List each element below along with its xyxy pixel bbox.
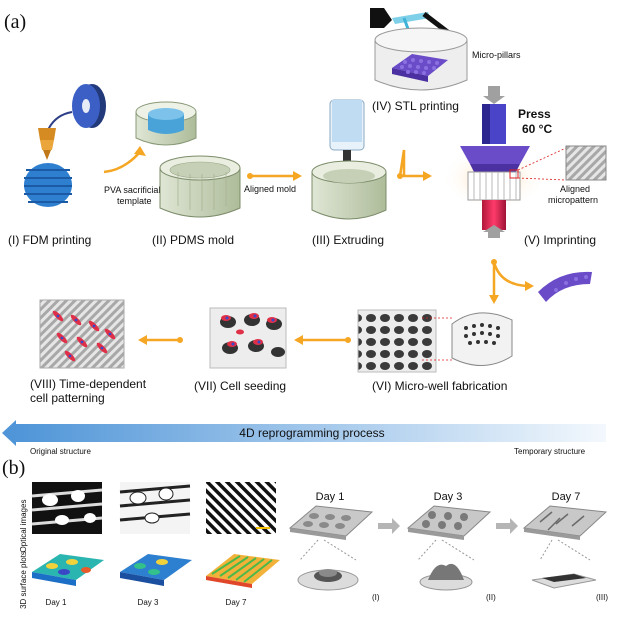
optical-image-day7 (206, 482, 276, 534)
arrow-step6-to-step7 (294, 335, 351, 345)
pva-note-line2: template (117, 196, 152, 206)
aligned-micropattern-inset (565, 145, 607, 181)
panel-a-label: (a) (4, 11, 26, 33)
extruder-illustration (311, 99, 387, 220)
aligned-note-line2: micropattern (548, 195, 598, 205)
pva-template-block (24, 163, 72, 207)
stl-printer-illustration (370, 8, 468, 91)
schematic-stage-3: (III) (596, 593, 608, 602)
arrow-step2-to-step3 (247, 171, 302, 181)
press-temperature: 60 °C (522, 122, 552, 136)
pva-note-line1: PVA sacrificial (104, 185, 160, 195)
process-bar (2, 420, 606, 446)
step-5-label: (V) Imprinting (524, 233, 596, 247)
arrow-step3-to-step5 (397, 149, 432, 181)
schematic-stage-1: (I) (372, 593, 380, 602)
step-2-label: (II) PDMS mold (152, 233, 234, 247)
schematic-day3 (406, 505, 492, 591)
aligned-note-line1: Aligned (560, 184, 590, 194)
step-1-label: (I) FDM printing (8, 233, 91, 247)
schematic-arrow-1-icon (378, 518, 400, 534)
process-arrow-left-icon (2, 420, 16, 446)
imprinting-press-illustration (442, 86, 567, 238)
pdms-container-small (135, 101, 197, 146)
surface-plot-day1 (32, 554, 104, 586)
step-7-label: (VII) Cell seeding (194, 379, 286, 393)
day-label-3: Day 7 (226, 598, 247, 607)
optical-image-day3 (119, 482, 191, 534)
press-label: Press (518, 107, 551, 121)
micro-pillar-block (392, 54, 448, 82)
schematic-day-label-2: Day 3 (434, 491, 463, 503)
surface-plot-day3 (120, 554, 192, 586)
step-4-label: (IV) STL printing (372, 99, 459, 113)
removed-stamp-piece (538, 271, 592, 302)
schematic-day-label-3: Day 7 (552, 491, 581, 503)
micro-pillars-note: Micro-pillars (472, 50, 521, 60)
pdms-mold-illustration (159, 155, 241, 218)
original-structure-label: Original structure (30, 447, 91, 456)
step-8-label-line2: cell patterning (30, 391, 105, 405)
schematic-day-label-1: Day 1 (316, 491, 345, 503)
arrow-step7-to-step8 (138, 335, 183, 345)
press-down-arrow-icon (483, 86, 505, 104)
arrow-step1-to-step2 (103, 146, 146, 174)
temporary-structure-label: Temporary structure (514, 447, 586, 456)
press-up-arrow-icon (483, 225, 505, 238)
scaffold-ring (467, 171, 521, 201)
schematic-day1 (288, 505, 374, 591)
cell-patterning-illustration (39, 299, 125, 369)
row-label-optical: Optical images (19, 500, 28, 553)
schematic-day7 (522, 505, 608, 589)
step-8-label-line1: (VIII) Time-dependent (30, 377, 147, 391)
step-6-label: (VI) Micro-well fabrication (372, 379, 507, 393)
step-3-label: (III) Extruding (312, 233, 384, 247)
schematic-arrow-2-icon (496, 518, 518, 534)
surface-plot-day7 (206, 554, 280, 588)
fdm-printer-illustration (24, 84, 106, 207)
cell-seeding-illustration (209, 307, 287, 369)
arrow-step5-to-step6 (489, 259, 534, 304)
day-label-2: Day 3 (138, 598, 159, 607)
micro-well-illustration (357, 309, 513, 373)
schematic-stage-2: (II) (486, 593, 496, 602)
row-label-surface: 3D surface plots (19, 551, 28, 609)
day-label-1: Day 1 (46, 598, 67, 607)
optical-image-day1 (31, 482, 103, 534)
panel-b-label: (b) (2, 457, 25, 479)
aligned-mold-note: Aligned mold (244, 184, 296, 194)
process-bar-label: 4D reprogramming process (239, 426, 384, 440)
